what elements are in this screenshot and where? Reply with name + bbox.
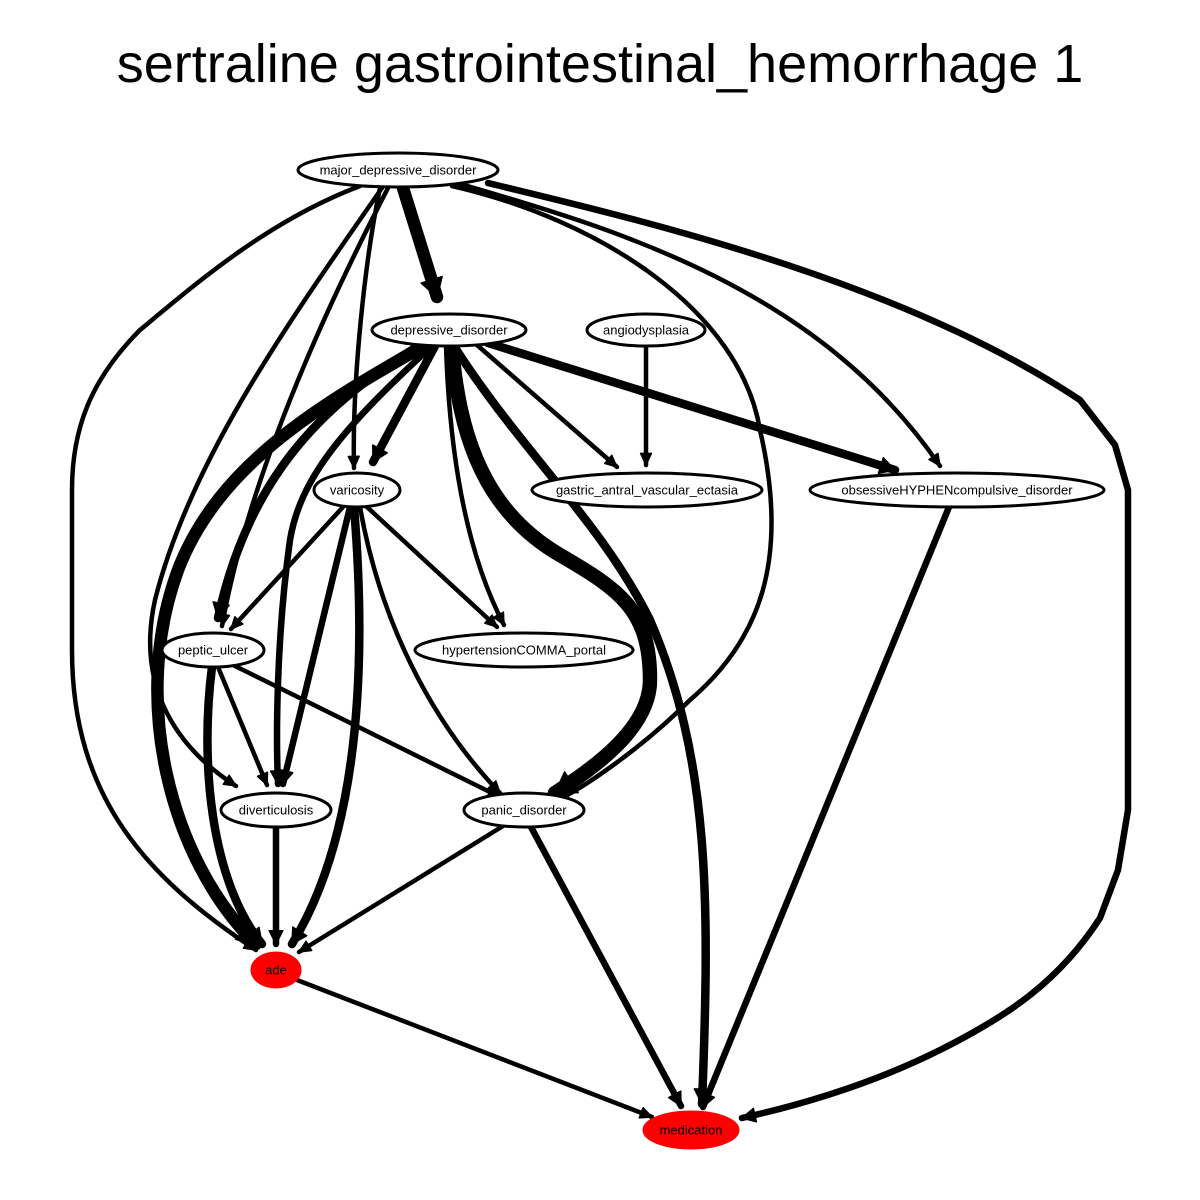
node-major_depressive_disorder[interactable]: major_depressive_disorder xyxy=(296,151,500,189)
node-gastric_antral_vascular_ectasia[interactable]: gastric_antral_vascular_ectasia xyxy=(530,471,764,509)
arrowhead-major_depressive_disorder-to-varicosity xyxy=(347,455,360,469)
arrowhead-depressive_disorder-to-varicosity xyxy=(371,444,388,463)
arrowhead-panic_disorder-to-ade xyxy=(298,940,313,953)
edge-major_depressive_disorder-to-diverticulosis xyxy=(147,185,385,789)
node-label-peptic_ulcer: peptic_ulcer xyxy=(178,643,249,658)
edge-depressive_disorder-to-obsessiveHYPHENcompulsive_disorder xyxy=(483,338,900,475)
arrowhead-major_depressive_disorder-to-medication xyxy=(741,1107,758,1123)
node-shape-major_depressive_disorder xyxy=(296,151,500,189)
node-diverticulosis[interactable]: diverticulosis xyxy=(219,791,333,829)
node-label-hypertensionCOMMA_portal: hypertensionCOMMA_portal xyxy=(442,643,606,658)
arrowhead-obsessiveHYPHENcompulsive_disorder-to-medication xyxy=(700,1091,716,1108)
edge-varicosity-to-hypertensionCOMMA_portal xyxy=(364,504,500,630)
arrowhead-varicosity-to-diverticulosis xyxy=(278,768,294,785)
node-label-panic_disorder: panic_disorder xyxy=(481,803,567,818)
edge-major_depressive_disorder-to-panic_disorder xyxy=(449,183,774,803)
node-obsessiveHYPHENcompulsive_disorder[interactable]: obsessiveHYPHENcompulsive_disorder xyxy=(808,471,1106,509)
node-shape-diverticulosis xyxy=(219,791,333,829)
node-peptic_ulcer[interactable]: peptic_ulcer xyxy=(160,631,266,669)
edge-depressive_disorder-to-varicosity xyxy=(368,341,440,467)
node-shape-depressive_disorder xyxy=(370,312,528,348)
arrowhead-depressive_disorder-to-obsessiveHYPHENcompulsive_disorder xyxy=(877,457,896,475)
arrowhead-major_depressive_disorder-to-diverticulosis xyxy=(222,774,237,787)
arrowhead-varicosity-to-peptic_ulcer xyxy=(230,616,244,630)
node-label-diverticulosis: diverticulosis xyxy=(239,803,314,818)
edge-peptic_ulcer-to-ade xyxy=(203,662,267,949)
edge-peptic_ulcer-to-panic_disorder xyxy=(230,662,503,800)
node-shape-peptic_ulcer xyxy=(160,631,266,669)
edge-panic_disorder-to-medication xyxy=(527,823,685,1110)
arrowhead-diverticulosis-to-ade xyxy=(268,930,284,945)
edge-major_depressive_disorder-to-depressive_disorder xyxy=(396,181,444,304)
node-shape-ade xyxy=(250,951,302,989)
node-label-major_depressive_disorder: major_depressive_disorder xyxy=(320,163,477,178)
edge-major_depressive_disorder-to-medication xyxy=(484,179,1132,1122)
arrowhead-varicosity-to-ade xyxy=(291,926,308,945)
node-ade[interactable]: ade xyxy=(250,951,302,989)
edge-depressive_disorder-to-diverticulosis xyxy=(273,342,436,788)
edge-peptic_ulcer-to-diverticulosis xyxy=(215,664,270,788)
node-angiodysplasia[interactable]: angiodysplasia xyxy=(585,312,707,348)
arrowhead-depressive_disorder-to-gastric_antral_vascular_ectasia xyxy=(603,454,618,468)
edge-ade-to-medication xyxy=(294,977,655,1120)
edge-varicosity-to-peptic_ulcer xyxy=(228,504,346,632)
node-label-medication: medication xyxy=(660,1123,723,1138)
edge-varicosity-to-diverticulosis xyxy=(279,503,354,788)
edge-panic_disorder-to-ade xyxy=(296,823,506,955)
node-label-ade: ade xyxy=(265,963,287,978)
node-panic_disorder[interactable]: panic_disorder xyxy=(462,791,586,829)
edge-depressive_disorder-to-gastric_antral_vascular_ectasia xyxy=(474,342,620,470)
edge-obsessiveHYPHENcompulsive_disorder-to-medication xyxy=(699,503,953,1111)
node-depressive_disorder[interactable]: depressive_disorder xyxy=(370,312,528,348)
edge-varicosity-to-panic_disorder xyxy=(357,504,503,796)
node-shape-varicosity xyxy=(312,471,402,509)
node-label-angiodysplasia: angiodysplasia xyxy=(603,323,690,338)
arrowhead-varicosity-to-hypertensionCOMMA_portal xyxy=(484,614,498,628)
edge-depressive_disorder-to-ade xyxy=(151,338,432,951)
arrowhead-ade-to-medication xyxy=(638,1107,653,1119)
node-shape-medication xyxy=(642,1110,740,1150)
node-label-gastric_antral_vascular_ectasia: gastric_antral_vascular_ectasia xyxy=(556,483,739,498)
node-shape-hypertensionCOMMA_portal xyxy=(413,631,635,669)
node-layer: major_depressive_disorder depressive_diso… xyxy=(160,151,1106,1150)
node-hypertensionCOMMA_portal[interactable]: hypertensionCOMMA_portal xyxy=(413,631,635,669)
edge-depressive_disorder-to-hypertensionCOMMA_portal xyxy=(443,343,507,628)
edge-major_depressive_disorder-to-ade xyxy=(69,183,363,953)
node-shape-angiodysplasia xyxy=(585,312,707,348)
edge-varicosity-to-ade xyxy=(287,502,364,949)
node-varicosity[interactable]: varicosity xyxy=(312,471,402,509)
arrowhead-depressive_disorder-to-peptic_ulcer xyxy=(212,601,230,619)
node-shape-panic_disorder xyxy=(462,791,586,829)
graph-title: sertraline gastrointestinal_hemorrhage 1 xyxy=(117,34,1084,94)
node-label-obsessiveHYPHENcompulsive_disorder: obsessiveHYPHENcompulsive_disorder xyxy=(841,483,1073,498)
arrowhead-major_depressive_disorder-to-obsessiveHYPHENcompulsive_disorder xyxy=(928,452,941,467)
arrowhead-peptic_ulcer-to-ade xyxy=(245,926,263,945)
edge-major_depressive_disorder-to-obsessiveHYPHENcompulsive_disorder xyxy=(454,180,943,469)
arrowhead-depressive_disorder-to-panic_disorder xyxy=(554,771,579,794)
arrowhead-major_depressive_disorder-to-depressive_disorder xyxy=(420,275,443,298)
arrowhead-angiodysplasia-to-gastric_antral_vascular_ectasia xyxy=(639,452,653,466)
edge-major_depressive_disorder-to-peptic_ulcer xyxy=(219,185,391,629)
edge-depressive_disorder-to-panic_disorder xyxy=(444,338,658,801)
arrowhead-panic_disorder-to-medication xyxy=(668,1090,682,1107)
node-label-depressive_disorder: depressive_disorder xyxy=(390,323,508,338)
edge-depressive_disorder-to-medication xyxy=(449,341,710,1109)
node-label-varicosity: varicosity xyxy=(330,483,385,498)
edge-layer xyxy=(69,179,1132,1123)
node-shape-gastric_antral_vascular_ectasia xyxy=(530,471,764,509)
arrowhead-peptic_ulcer-to-diverticulosis xyxy=(256,771,269,786)
node-medication[interactable]: medication xyxy=(642,1110,740,1150)
node-shape-obsessiveHYPHENcompulsive_disorder xyxy=(808,471,1106,509)
arrowhead-depressive_disorder-to-hypertensionCOMMA_portal xyxy=(493,611,505,626)
